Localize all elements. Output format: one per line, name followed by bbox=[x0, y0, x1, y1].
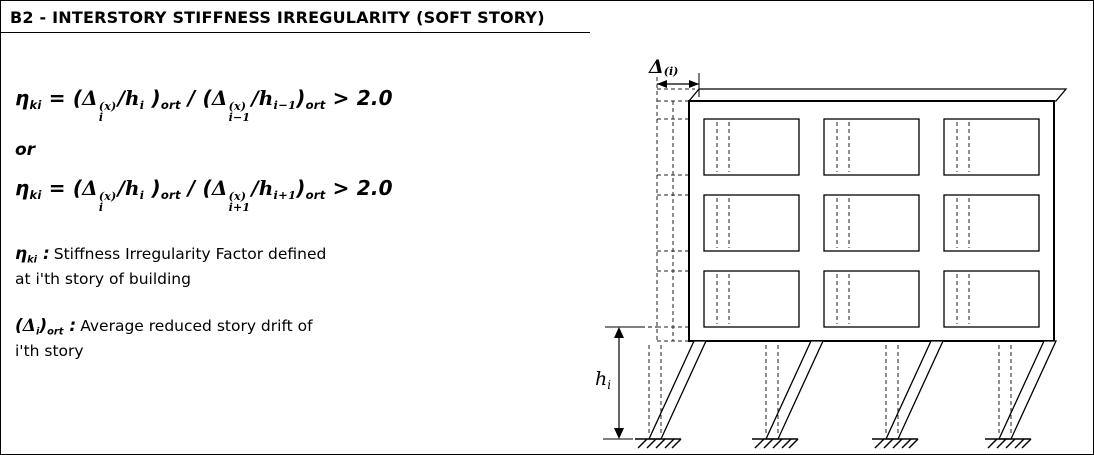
top-drift-dimension bbox=[657, 73, 700, 97]
formula-stiffness-ratio-upper-story: ηki = (Δ(x)i/hi )ort / (Δ(x)i+1/hi+1)ort… bbox=[15, 176, 393, 214]
building-frame bbox=[687, 88, 1068, 342]
definition-delta-line1: Average reduced story drift of bbox=[80, 317, 313, 335]
tilted-column bbox=[884, 340, 945, 440]
window bbox=[943, 270, 1040, 328]
arrow-right-icon bbox=[689, 80, 699, 88]
tilted-column bbox=[997, 340, 1058, 440]
delta-ort-term: (Δi)ort : bbox=[15, 316, 77, 338]
ground-supports bbox=[634, 438, 1032, 449]
definition-delta-line2: i'th story bbox=[15, 341, 84, 360]
window bbox=[943, 194, 1040, 252]
window bbox=[823, 270, 920, 328]
formula-stiffness-ratio-lower-story: ηki = (Δ(x)i/hi )ort / (Δ(x)i−1/hi−1)ort… bbox=[15, 86, 393, 124]
page-title: B2 - INTERSTORY STIFFNESS IRREGULARITY (… bbox=[1, 1, 590, 33]
top-drift-label: Δ(i) bbox=[648, 56, 678, 78]
arrow-up-icon bbox=[614, 327, 624, 338]
tilted-column bbox=[647, 340, 708, 440]
soft-story-tilted-columns bbox=[647, 340, 1058, 440]
tilted-column bbox=[764, 340, 825, 440]
window bbox=[703, 270, 800, 328]
story-height-dimension bbox=[603, 326, 657, 440]
arrow-left-icon bbox=[657, 80, 667, 88]
definition-delta-ort: (Δi)ort :Average reduced story drift of … bbox=[15, 314, 475, 362]
window bbox=[703, 118, 800, 176]
window bbox=[703, 194, 800, 252]
definition-eta-line2: at i'th story of building bbox=[15, 269, 191, 288]
arrow-down-icon bbox=[614, 428, 624, 439]
or-label: or bbox=[15, 140, 36, 160]
eta-ki-term: ηki : bbox=[15, 244, 50, 266]
window bbox=[823, 194, 920, 252]
definition-eta-line1: Stiffness Irregularity Factor defined bbox=[53, 245, 327, 263]
dashed-original-position-outline bbox=[656, 77, 695, 342]
soft-story-building-diagram: hi Δ(i) bbox=[595, 56, 1068, 449]
roof-slab bbox=[687, 88, 1068, 102]
definition-eta-ki: ηki :Stiffness Irregularity Factor defin… bbox=[15, 242, 475, 290]
window bbox=[823, 118, 920, 176]
dashed-original-column-positions bbox=[648, 344, 1012, 436]
window bbox=[943, 118, 1040, 176]
story-height-label: hi bbox=[595, 368, 611, 392]
